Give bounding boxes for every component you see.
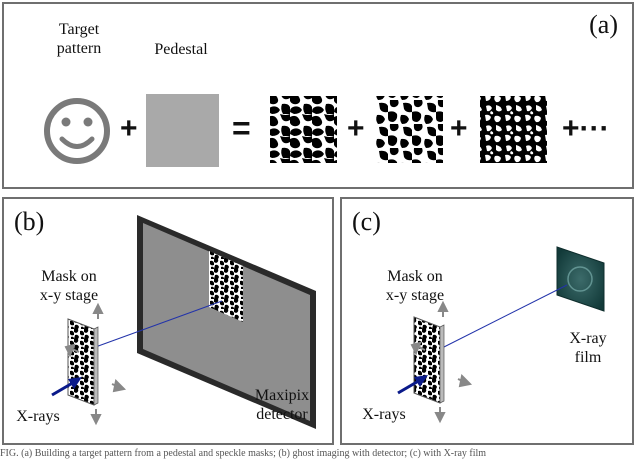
plus-sign-1: + bbox=[120, 112, 138, 145]
plus-sign-2: + bbox=[347, 112, 365, 145]
panel-b-tag: (b) bbox=[14, 207, 45, 236]
figure-caption: FIG. (a) Building a target pattern from … bbox=[0, 448, 487, 459]
plus-ellipsis: +··· bbox=[562, 112, 610, 145]
speckle-mask-1 bbox=[270, 96, 337, 163]
speckle-mask-2 bbox=[376, 96, 443, 163]
panel-c-tag: (c) bbox=[352, 207, 381, 236]
panel-a-tag: (a) bbox=[589, 10, 618, 39]
mask-on-stage-c bbox=[413, 316, 441, 404]
pedestal-square bbox=[146, 94, 219, 167]
xray-film bbox=[556, 246, 605, 312]
smiley-icon bbox=[44, 98, 110, 164]
stage-arrows-icon bbox=[64, 302, 127, 426]
stage-arrows-c-icon bbox=[410, 300, 473, 424]
detector-face bbox=[143, 223, 310, 421]
xrays-label-b: X-rays bbox=[16, 408, 60, 425]
mask-on-stage bbox=[67, 318, 95, 406]
plus-sign-3: + bbox=[450, 112, 468, 145]
speckle-mask-3 bbox=[480, 96, 547, 163]
xray-beam bbox=[89, 300, 223, 350]
panel-b-drawing bbox=[51, 215, 316, 429]
panel-c-drawing bbox=[397, 246, 605, 424]
pedestal-label: Pedestal bbox=[154, 41, 208, 58]
xrays-label-c: X-rays bbox=[362, 406, 406, 423]
panel-a-drawing bbox=[44, 94, 547, 167]
equals-sign: = bbox=[232, 110, 251, 146]
xray-beam-c bbox=[439, 284, 568, 350]
detector-speckle-region bbox=[209, 251, 243, 322]
